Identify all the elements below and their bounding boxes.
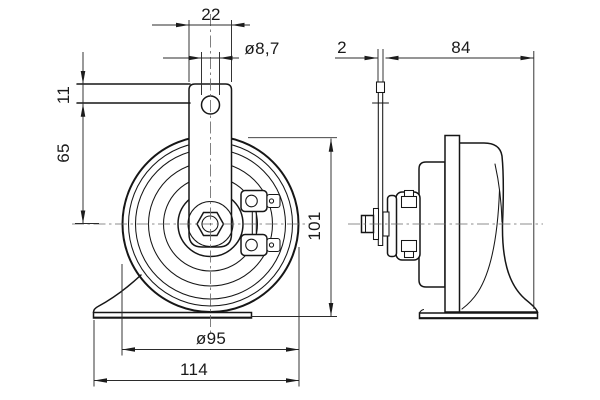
dim-strap-height-label: 11 [54, 86, 73, 104]
dim-bracket-width: 22 [152, 5, 250, 82]
front-view [72, 14, 311, 334]
terminal-top-block [240, 189, 268, 213]
dim-overall-height-label: 101 [305, 211, 324, 240]
dim-overall-height: 101 [248, 137, 337, 317]
dimensions: 22 ø8,7 11 65 101 [54, 5, 535, 387]
terminal-top-blade-hole [268, 198, 275, 204]
side-flare-inner-curve [461, 189, 501, 310]
terminal-bottom-blade-hole [268, 242, 275, 248]
dim-body-diameter-label: ø95 [196, 329, 226, 348]
side-terminal-top-base [400, 195, 418, 209]
dim-plate-thickness: 2 [335, 38, 384, 82]
side-terminal-bottom-base [400, 239, 418, 253]
side-view [348, 81, 543, 320]
dim-overall-width: 114 [93, 320, 299, 387]
dim-hole-diameter-label: ø8,7 [244, 39, 279, 58]
side-middle-housing [418, 161, 446, 288]
side-bracket-plate-cap [375, 81, 386, 94]
side-foot-lip [418, 308, 425, 314]
side-shell-contour [494, 163, 503, 223]
terminal-top-hole [245, 194, 258, 208]
terminal-bottom-hole [245, 238, 258, 252]
terminal-bottom-block [240, 233, 268, 257]
dim-body-depth-label: 84 [451, 38, 471, 57]
terminal-bottom [240, 233, 281, 257]
dim-bracket-width-label: 22 [201, 5, 221, 24]
dim-overall-width-label: 114 [180, 360, 208, 379]
horn-spiral-outlet [92, 274, 142, 314]
terminal-top [240, 189, 281, 213]
dim-strap-height: 11 65 [54, 52, 99, 224]
side-terminal-top-cap [403, 189, 415, 198]
dim-plate-thickness-label: 2 [337, 38, 347, 57]
dim-hole-diameter: ø8,7 [163, 39, 279, 95]
dim-body-depth: 84 [385, 38, 535, 309]
dim-center-offset-label: 65 [54, 143, 73, 163]
side-terminal-bottom-cap [403, 250, 415, 259]
side-shell [458, 142, 539, 313]
dim-body-diameter: ø95 [121, 247, 300, 387]
